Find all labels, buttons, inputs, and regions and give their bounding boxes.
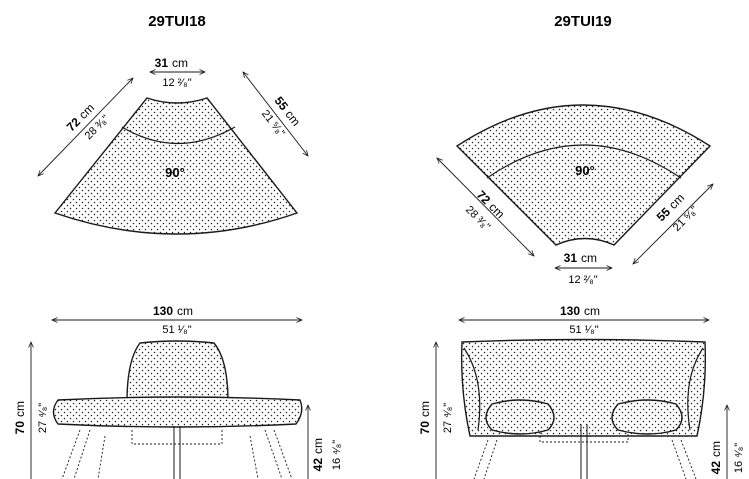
height-unit: cm — [13, 401, 27, 417]
leg-left-hidden — [61, 429, 91, 479]
right-length-unit: cm — [666, 191, 687, 212]
front-width-value: 130 — [560, 304, 580, 318]
model-code-29tui19: 29TUI19 — [554, 13, 612, 30]
backrest-shape — [126, 340, 229, 403]
leg-right-hidden — [264, 429, 293, 479]
top-width-value: 31 — [155, 56, 169, 70]
seat-frame-hidden — [131, 430, 223, 445]
right-length-dim-line — [633, 184, 713, 264]
left-length-dim-line — [437, 158, 534, 256]
front-width-inches: 51 ¹⁄₈" — [162, 324, 191, 336]
seat-plan-shape — [53, 97, 299, 235]
cushion-left-shape — [485, 399, 555, 435]
seat-height-value: 42 — [709, 461, 723, 475]
right-length-unit: cm — [282, 108, 303, 129]
seat-height-inches: 16 ⁴⁄₈" — [733, 443, 745, 473]
bottom-width-value: 31 — [564, 251, 578, 265]
front-width-value: 130 — [153, 304, 173, 318]
left-length-dim-line — [38, 78, 133, 176]
model-code-29tui18: 29TUI18 — [148, 13, 206, 30]
leg-right-hidden — [671, 439, 697, 479]
leg-left-hidden — [473, 439, 498, 479]
leg-back-hidden — [97, 435, 259, 479]
front-view-29tui19 — [460, 338, 707, 479]
seat-frame-hidden — [539, 432, 629, 443]
seat-height-inches: 16 ⁴⁄₈" — [331, 440, 343, 470]
armrest-left-line — [463, 347, 481, 431]
front-view-29tui18 — [52, 340, 303, 479]
bottom-width-inches: 12 ²⁄₈" — [568, 274, 597, 286]
height-value: 70 — [418, 421, 432, 435]
right-length-dim-line — [243, 72, 308, 156]
left-length-unit: cm — [486, 200, 507, 221]
bottom-width-unit: cm — [581, 251, 597, 265]
cushion-right-shape — [611, 399, 683, 435]
seat-height-value: 42 — [311, 458, 325, 472]
front-width-inches: 51 ¹⁄₈" — [569, 324, 598, 336]
height-inches: 27 ⁴⁄₈" — [37, 403, 49, 433]
plan-view-29tui18: 90° — [53, 97, 299, 235]
seat-height-unit: cm — [709, 441, 723, 457]
seat-height-unit: cm — [311, 438, 325, 454]
height-value: 70 — [13, 421, 27, 435]
seat-angle-label: 90° — [165, 165, 185, 180]
seat-angle-label: 90° — [575, 163, 595, 178]
height-unit: cm — [418, 401, 432, 417]
front-width-unit: cm — [584, 304, 600, 318]
top-width-unit: cm — [172, 56, 188, 70]
seat-cushion-shape — [52, 396, 303, 428]
top-width-inches: 12 ²⁄₈" — [162, 77, 191, 89]
armrest-right-line — [687, 347, 704, 431]
front-width-unit: cm — [177, 304, 193, 318]
height-inches: 27 ⁴⁄₈" — [442, 403, 454, 433]
seat-inner-curve — [121, 126, 236, 145]
